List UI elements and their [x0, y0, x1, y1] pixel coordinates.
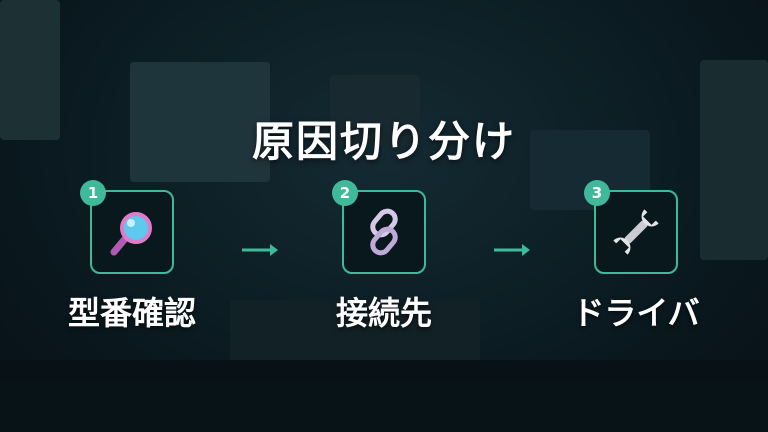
background-window-shape — [700, 60, 768, 260]
background-monitor-shape — [330, 75, 420, 145]
chain-link-icon — [370, 208, 398, 256]
arrow-right-icon — [494, 244, 530, 256]
step-label: ドライバ — [572, 294, 700, 332]
step-1: 1 型番確認 — [52, 180, 212, 334]
arrow-right-icon — [242, 244, 278, 256]
step-number-badge: 3 — [584, 180, 610, 206]
step-card: 1 — [80, 180, 174, 274]
background-window-shape — [0, 0, 60, 140]
step-number-badge: 1 — [80, 180, 106, 206]
step-label: 接続先 — [335, 294, 432, 332]
step-card: 2 — [332, 180, 426, 274]
step-label: 型番確認 — [67, 294, 196, 332]
background-floor-shape — [0, 360, 768, 432]
wrench-icon — [613, 209, 659, 255]
step-number-badge: 2 — [332, 180, 358, 206]
step-card: 3 — [584, 180, 678, 274]
background-desk-shape — [230, 300, 480, 370]
step-2: 2 接続先 — [304, 180, 464, 334]
page-title: 原因切り分け — [251, 117, 516, 166]
magnifier-icon — [110, 212, 152, 256]
step-3: 3 ドライバ — [556, 180, 716, 334]
background-monitor-shape — [130, 62, 270, 182]
